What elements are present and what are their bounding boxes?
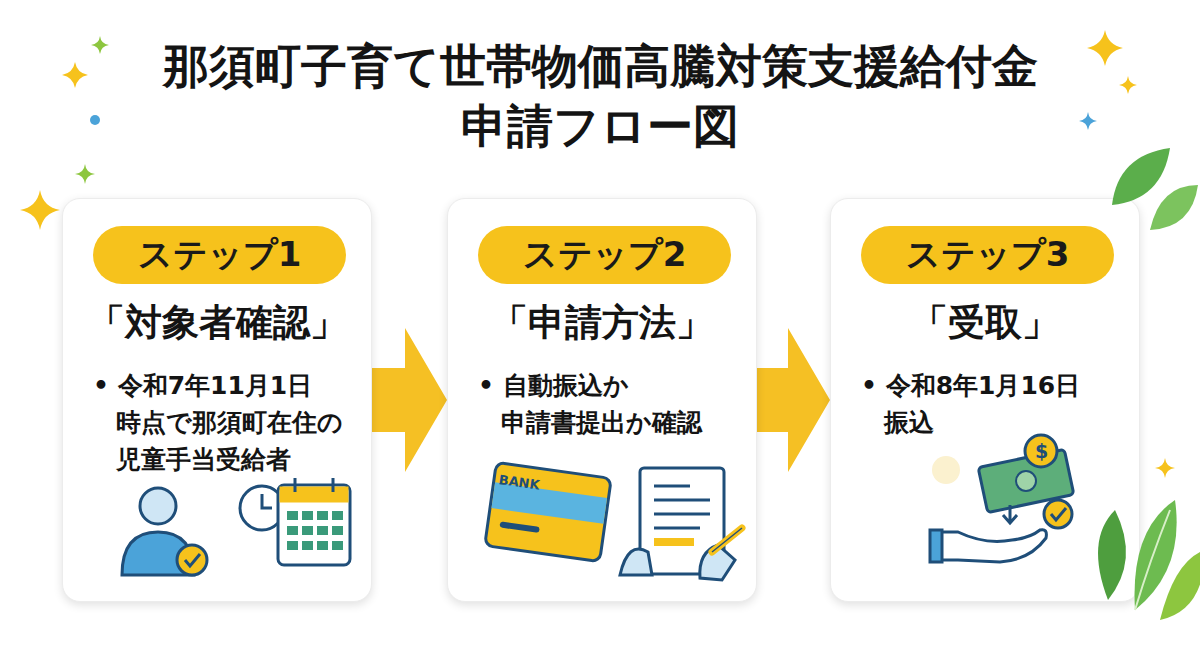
step-description: • 令和7年11月1日 時点で那須町在住の 児童手当受給者 [93,367,355,478]
step-number: ステップ1 [138,232,302,278]
sparkle [1079,112,1097,130]
flow-arrow [372,328,447,472]
step-badge: ステップ3 [861,226,1114,284]
sparkle [62,62,88,88]
dot [90,115,100,125]
step-heading: 「対象者確認」 [63,299,371,347]
sparkle [91,36,109,54]
leaf [1160,550,1200,620]
diagram-title: 那須町子育て世帯物価高騰対策支援給付金 申請フロー図 [100,36,1100,156]
sparkle [20,190,60,230]
step-description: • 令和8年1月16日 振込 [861,367,1123,441]
sparkle [1119,76,1137,94]
leaf-vein [1135,510,1170,610]
step-number: ステップ3 [906,232,1070,278]
step-description: • 自動振込か 申請書提出か確認 [478,367,740,441]
sparkle [75,164,95,184]
step-heading: 「受取」 [831,299,1139,347]
leaf [1150,185,1198,230]
step-badge: ステップ2 [478,226,731,284]
step-card: 「対象者確認」 • 令和7年11月1日 時点で那須町在住の 児童手当受給者 ステップ… [62,198,372,602]
leaf [1135,500,1177,610]
currency-symbol: $ [1035,440,1048,462]
flow-arrow [757,328,830,472]
leaf [1112,148,1170,205]
sparkle [1087,30,1123,66]
step-card: 「受取」 • 令和8年1月16日 振込 ステップ3 [830,198,1140,602]
arrow-shape [372,328,447,472]
step-heading: 「申請方法」 [448,299,756,347]
step-badge: ステップ1 [93,226,346,284]
step-number: ステップ2 [523,232,687,278]
sparkle [1155,458,1175,478]
arrow-shape [757,328,830,472]
step-card: 「申請方法」 • 自動振込か 申請書提出か確認 ステップ2 [447,198,757,602]
